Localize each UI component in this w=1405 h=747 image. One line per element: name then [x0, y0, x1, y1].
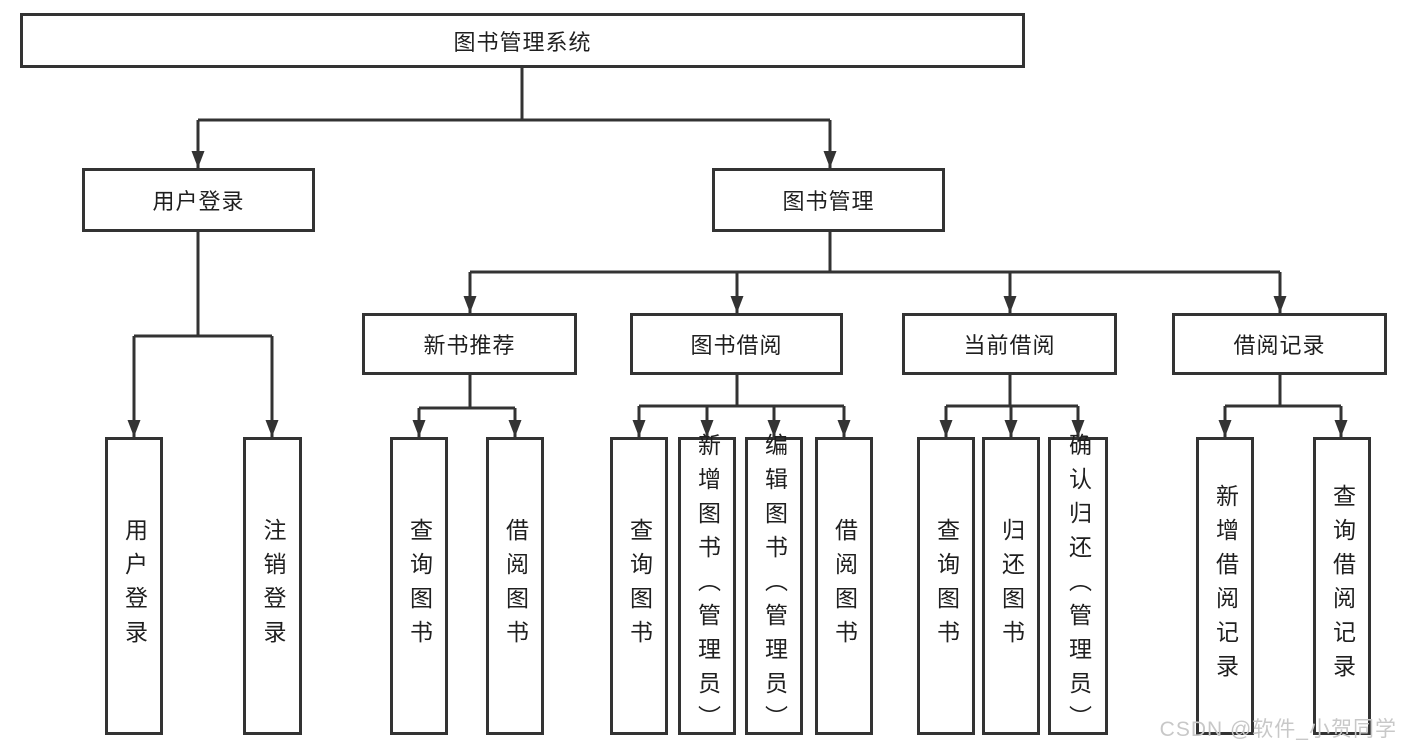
leaf-newbook-borrow-book: 借阅图书 [486, 437, 544, 735]
node-current-borrow-label: 当前借阅 [963, 333, 1056, 358]
leaf-user-login: 用户登录 [105, 437, 163, 735]
leaf-record-add-record: 新增借阅记录 [1196, 437, 1254, 735]
leaf-record-add-record-label: 新增借阅记录 [1212, 484, 1239, 688]
node-root-system: 图书管理系统 [20, 13, 1025, 68]
node-user-login-label: 用户登录 [152, 189, 245, 214]
node-borrow-records: 借阅记录 [1172, 313, 1387, 375]
node-root-label: 图书管理系统 [453, 29, 592, 55]
node-book-management-label: 图书管理 [782, 189, 875, 214]
leaf-newbook-query-book: 查询图书 [390, 437, 448, 735]
csdn-watermark: CSDN @软件_小贺同学 [1159, 718, 1397, 741]
leaf-current-query-book: 查询图书 [917, 437, 975, 735]
leaf-borrow-edit-book-admin-label: 编辑图书（管理员） [761, 433, 788, 739]
leaf-borrow-add-book-admin-label: 新增图书（管理员） [694, 433, 721, 739]
leaf-current-query-book-label: 查询图书 [933, 518, 960, 654]
node-book-borrow: 图书借阅 [630, 313, 843, 375]
leaf-borrow-borrow-book: 借阅图书 [815, 437, 873, 735]
leaf-current-confirm-return-admin-label: 确认归还（管理员） [1065, 433, 1092, 739]
leaf-borrow-query-book-label: 查询图书 [626, 518, 653, 654]
leaf-borrow-borrow-book-label: 借阅图书 [831, 518, 858, 654]
leaf-borrow-query-book: 查询图书 [610, 437, 668, 735]
leaf-logout-label: 注销登录 [260, 518, 286, 654]
leaf-borrow-edit-book-admin: 编辑图书（管理员） [745, 433, 803, 739]
node-book-management: 图书管理 [712, 168, 945, 232]
leaf-borrow-add-book-admin: 新增图书（管理员） [678, 433, 736, 739]
node-book-borrow-label: 图书借阅 [690, 333, 783, 358]
node-current-borrow: 当前借阅 [902, 313, 1117, 375]
node-new-book-recommend: 新书推荐 [362, 313, 577, 375]
leaf-logout: 注销登录 [243, 437, 302, 735]
leaf-record-query-record: 查询借阅记录 [1313, 437, 1371, 735]
leaf-newbook-borrow-book-label: 借阅图书 [502, 518, 529, 654]
leaf-user-login-label: 用户登录 [121, 518, 148, 654]
leaf-current-return-book: 归还图书 [982, 437, 1040, 735]
node-borrow-records-label: 借阅记录 [1233, 333, 1326, 358]
node-user-login: 用户登录 [82, 168, 315, 232]
leaf-newbook-query-book-label: 查询图书 [406, 518, 433, 654]
node-new-book-recommend-label: 新书推荐 [423, 333, 516, 358]
leaf-current-confirm-return-admin: 确认归还（管理员） [1048, 433, 1108, 739]
leaf-current-return-book-label: 归还图书 [998, 518, 1025, 654]
leaf-record-query-record-label: 查询借阅记录 [1329, 484, 1356, 688]
